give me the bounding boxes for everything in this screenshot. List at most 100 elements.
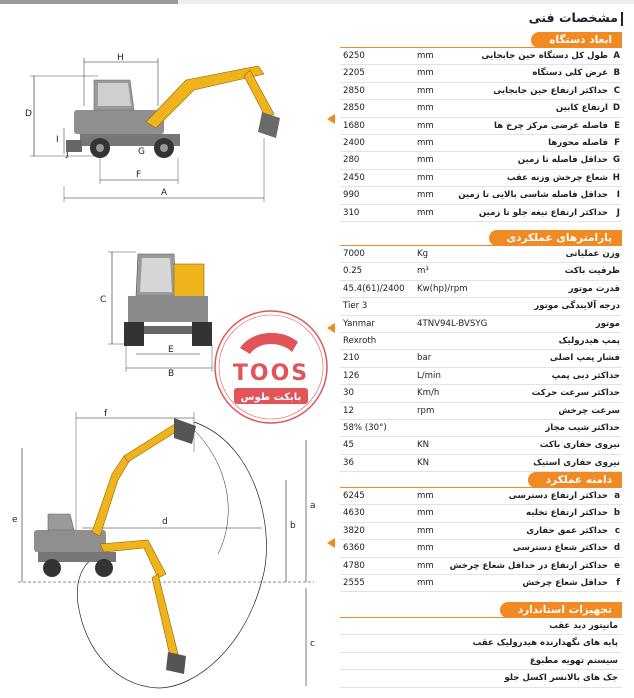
arm (243, 69, 275, 119)
equipment-item: پایه های نگهدارنده هیدرولیک عقب (340, 635, 622, 653)
spec-value: 2555 (343, 577, 365, 588)
spec-key: a (614, 491, 620, 501)
spec-label: نیروی حفاری استیک (533, 457, 620, 468)
spec-label: حداکثر ارتفاع حین جابجایی (493, 85, 608, 96)
spec-value: 210 (343, 353, 360, 364)
spec-label: فاصله عرضی مرکز چرخ ها (494, 120, 608, 131)
spec-unit: mm (417, 207, 434, 218)
spec-label: فشار پمپ اصلی (549, 353, 620, 364)
spec-value: 4780 (343, 560, 365, 571)
dim-label-c: C (100, 295, 106, 305)
spec-value: 2850 (343, 85, 365, 96)
watermark-logo: TOOS بابکت طوس (214, 310, 328, 424)
spec-value: Yanmar (343, 318, 375, 329)
dim-label-h: H (117, 53, 124, 63)
spec-key: E (614, 120, 620, 131)
spec-value: 2400 (343, 137, 365, 148)
spec-key: b (613, 508, 620, 519)
spec-label: نیروی حفاری باکت (539, 440, 620, 451)
dimensions-marker-icon (327, 114, 335, 124)
dim-label-i: I (56, 135, 59, 145)
spec-label: پمپ هیدرولیک (558, 335, 620, 346)
spec-unit: mm (417, 190, 434, 201)
watermark-excavator-icon (240, 332, 298, 354)
spec-label: حداکثر ارتفاع تخلیه (526, 508, 608, 519)
spec-value: 310 (343, 207, 360, 218)
spec-key: F (614, 137, 620, 148)
working-range-diagram: f d a b e c (12, 409, 316, 689)
performance-title: پارامترهای عملکردی (488, 230, 622, 246)
spec-key: f (616, 577, 620, 588)
equipment-section: تجهیزات استاندارد مانیتور دید عقب پایه ها… (340, 602, 622, 688)
spec-unit: rpm (417, 405, 435, 416)
top-bar-accent (0, 0, 178, 4)
equipment-item: مانیتور دید عقب (340, 618, 622, 636)
spec-value: 6250 (343, 51, 365, 61)
spec-unit: mm (417, 525, 434, 536)
spec-label: حداکثر ارتفاع دسترسی (508, 491, 608, 501)
equipment-title: تجهیزات استاندارد (499, 602, 622, 618)
performance-header: پارامترهای عملکردی (340, 230, 622, 246)
spec-label: فاصله محورها (548, 137, 608, 148)
work-range-section: دامنه عملکرد 6245 mm حداکثر ارتفاع دسترسی a… (340, 472, 622, 593)
dimensions-title: ابعاد دستگاه (531, 32, 622, 48)
spec-value: 990 (343, 190, 360, 201)
performance-marker-icon (327, 323, 335, 333)
feature-label: پایه های نگهدارنده هیدرولیک عقب (472, 638, 618, 649)
spec-value: 7000 (343, 249, 365, 259)
spec-unit: mm (417, 491, 434, 501)
spec-label: حداکثر شعاع دسترسی (512, 543, 608, 554)
feature-label: جک های بالانسر اکسل جلو (504, 673, 618, 684)
spec-label: درجه آلایندگی موتور (534, 301, 620, 312)
spec-label: حداقل شعاع چرخش (522, 577, 608, 588)
spec-key: J (616, 207, 620, 218)
spec-key: e (614, 560, 620, 571)
front-wheel-left (124, 322, 144, 346)
spec-value: 30 (343, 388, 354, 399)
spec-value: 280 (343, 155, 360, 166)
spec-value: 6245 (343, 491, 365, 501)
spec-key: C (613, 85, 620, 96)
spec-value: 45 (343, 440, 354, 451)
spec-key: A (613, 51, 620, 61)
feature-label: مانیتور دید عقب (549, 621, 618, 631)
spec-key: c (614, 525, 620, 536)
spec-value: 1680 (343, 120, 365, 131)
equipment-item: جک های بالانسر اکسل جلو (340, 670, 622, 688)
dim-label-e: E (168, 345, 174, 355)
spec-unit: mm (417, 85, 434, 96)
spec-label: ظرفیت باکت (564, 266, 620, 277)
spec-key: B (613, 68, 620, 79)
watermark-brand: TOOS (233, 361, 309, 386)
watermark-caption: بابکت طوس (241, 392, 302, 403)
spec-label: حداکثر ارتفاع در حداقل شعاع چرخش (449, 560, 608, 571)
work-range-header: دامنه عملکرد (340, 472, 622, 488)
spec-unit: mm (417, 103, 434, 114)
spec-value: 36 (343, 457, 354, 468)
spec-unit: mm (417, 51, 434, 61)
spec-label: حداقل فاصله شاسی بالایی تا زمین (458, 190, 608, 201)
spec-row: 2850 mm حداکثر ارتفاع حین جابجایی C (340, 83, 622, 101)
spec-unit: mm (417, 508, 434, 519)
spec-unit: bar (417, 353, 432, 364)
dim-label-b: B (168, 369, 174, 376)
spec-label: ارتفاع کابین (555, 103, 608, 114)
side-view-diagram: H D I J G F A (25, 53, 280, 202)
dim-label-f: F (136, 170, 141, 180)
spec-value: Tier 3 (343, 301, 368, 312)
